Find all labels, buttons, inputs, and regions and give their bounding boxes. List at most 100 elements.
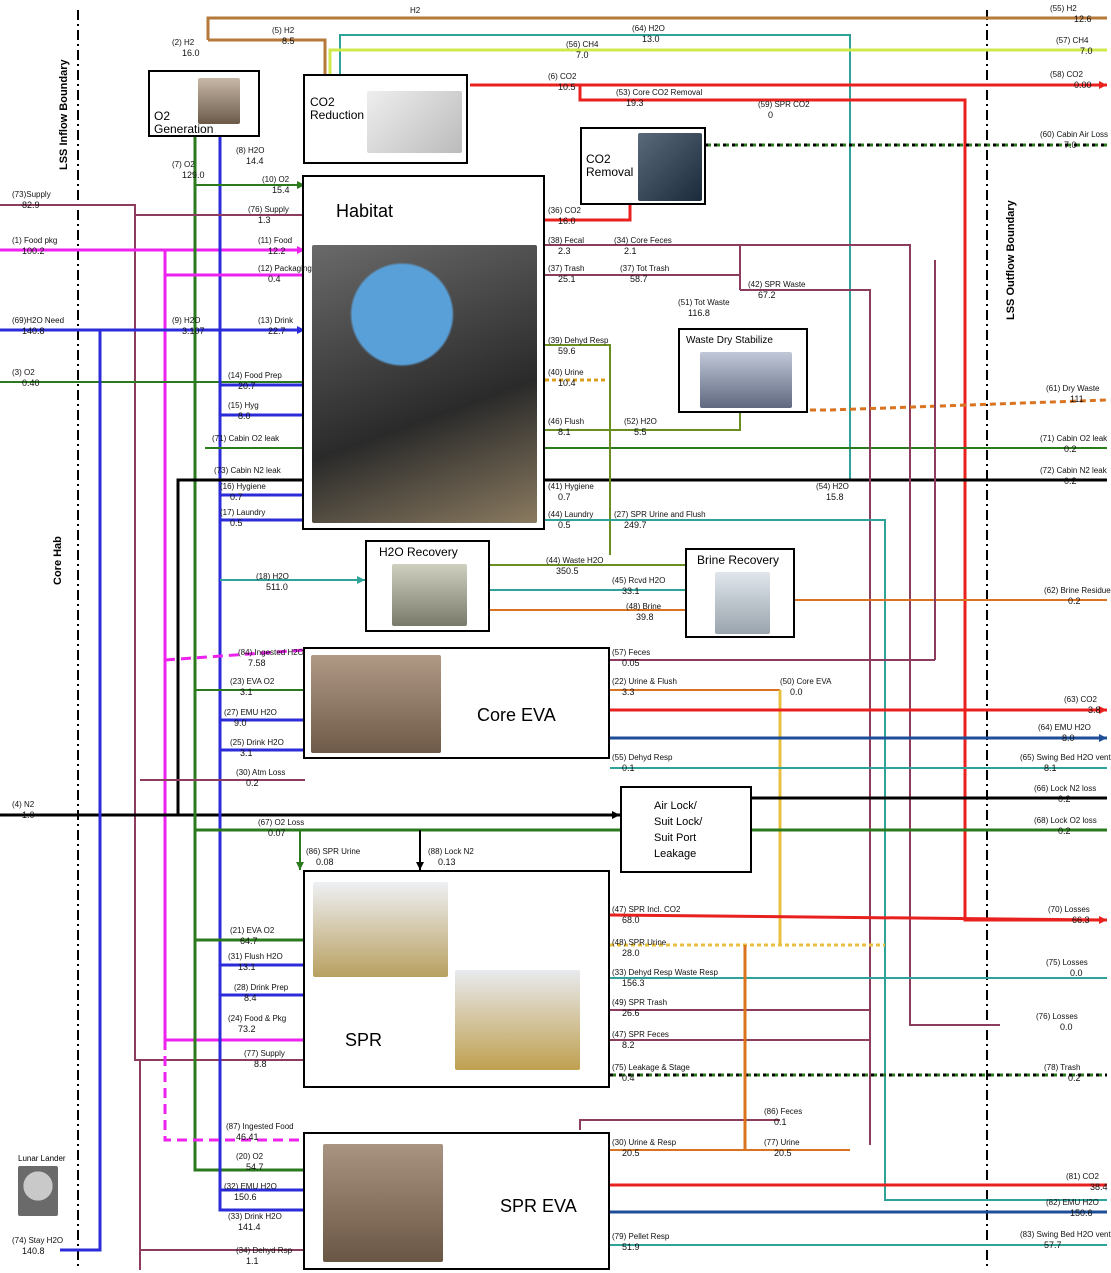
flow-label: (30) Urine & Resp (612, 1138, 677, 1147)
flow-label: (37) Tot Trash (620, 264, 670, 273)
co2-reduction-box[interactable]: CO2 Reduction (303, 74, 468, 164)
flow-value: 54.7 (246, 1162, 264, 1172)
flow-label: (47) SPR Feces (612, 1030, 669, 1039)
flow-value: 156.3 (622, 978, 645, 988)
flow-value: 14.4 (246, 156, 264, 166)
habitat-title: Habitat (336, 201, 394, 221)
spr-eva-photo (323, 1144, 443, 1262)
flow-value: 19.3 (626, 98, 644, 108)
flow-label: (78) Trash (1044, 1063, 1081, 1072)
flow-label: (88) Lock N2 (428, 847, 474, 856)
flow-value: 26.6 (622, 1008, 640, 1018)
flow-value: 0.2 (1064, 476, 1077, 486)
flow-label: (76) Losses (1036, 1012, 1078, 1021)
flow-label: (64) H2O (632, 24, 665, 33)
flow-value: 8.1 (1044, 763, 1057, 773)
flow-label: (49) SPR Trash (612, 998, 668, 1007)
flow-label: (1) Food pkg (12, 236, 58, 245)
flow-value: 73.2 (238, 1024, 256, 1034)
flow-label: (86) Feces (764, 1107, 803, 1116)
flow-label: (27) EMU H2O (224, 708, 277, 717)
flow-label: (82) EMU H2O (1046, 1198, 1099, 1207)
flow-label: (33) Dehyd Resp Waste Resp (612, 968, 718, 977)
co2-removal-box[interactable]: CO2 Removal (580, 127, 706, 205)
inflow-boundary-label: LSS Inflow Boundary (58, 59, 70, 170)
flow-value: 12.6 (1074, 14, 1092, 24)
flow-label: (11) Food (258, 236, 293, 245)
flow-value: 13.1 (238, 962, 256, 972)
o2-generation-title: O2 Generation (154, 109, 214, 136)
flow-value: 249.7 (624, 520, 647, 530)
core-eva-title: Core EVA (477, 705, 556, 725)
flow-value: 0.07 (268, 828, 286, 838)
flow-label: (65) Swing Bed H2O vent (1020, 753, 1111, 762)
flow-label: (73) Cabin N2 leak (214, 466, 281, 475)
flow-label: (75) Leakage & Stage (612, 1063, 690, 1072)
waste-dry-title: Waste Dry Stabilize (686, 335, 773, 346)
flow-label: (33) Drink H2O (228, 1212, 282, 1221)
o2-generation-box[interactable]: O2 Generation (148, 70, 260, 137)
h2o-recovery-box[interactable]: H2O Recovery (365, 540, 490, 632)
flow-label: (55) H2 (1050, 4, 1077, 13)
flow-label: (67) O2 Loss (258, 818, 305, 827)
flow-label: (84) Ingested H2O (238, 648, 304, 657)
h2-line-5 (208, 38, 327, 75)
flow-value: 2.3 (558, 246, 571, 256)
co2-reduction-title: CO2 Reduction (310, 95, 365, 122)
flow-label: (55) Dehyd Resp (612, 753, 673, 762)
flow-value: 0.0 (1060, 1022, 1073, 1032)
flow-label: (20) O2 (236, 1152, 264, 1161)
flow-value: 20.5 (622, 1148, 640, 1158)
flow-label: (48) Brine (626, 602, 662, 611)
co2-removal-photo (638, 133, 702, 201)
flow-label: (57) Feces (612, 648, 651, 657)
flow-label: (3) O2 (12, 368, 35, 377)
flow-value: 1.0 (22, 810, 35, 820)
flow-label: (12) Packaging (258, 264, 312, 273)
stay-h2o-line (60, 330, 102, 1252)
brine-recovery-box[interactable]: Brine Recovery (685, 548, 795, 638)
waste-dry-box[interactable]: Waste Dry Stabilize (678, 328, 808, 413)
spr-photo-1 (313, 882, 448, 977)
flow-value: 68.0 (622, 915, 640, 925)
spr-box[interactable]: SPR (303, 870, 610, 1088)
habitat-box[interactable]: Habitat (302, 175, 545, 530)
core-eva-box[interactable]: Core EVA (303, 647, 610, 759)
flow-label: (72) Cabin N2 leak (1040, 466, 1107, 475)
flow-label: (30) Atm Loss (236, 768, 286, 777)
flow-label: (5) H2 (272, 26, 295, 35)
flow-label: (18) H2O (256, 572, 289, 581)
flow-value: 10.5 (558, 82, 576, 92)
spr-eva-box[interactable]: SPR EVA (303, 1132, 610, 1270)
flow-label: (60) Cabin Air Loss (1040, 130, 1109, 139)
flow-value: 16.0 (182, 48, 200, 58)
flow-value: 150.6 (1070, 1208, 1093, 1218)
flow-value: 15.4 (272, 185, 290, 195)
airlock-box[interactable]: Air Lock/ Suit Lock/ Suit Port Leakage (620, 786, 752, 873)
flow-value: 39.8 (636, 612, 654, 622)
flow-label: (61) Dry Waste (1046, 384, 1100, 393)
flow-value: 0.2 (1058, 826, 1071, 836)
flow-label: (81) CO2 (1066, 1172, 1099, 1181)
flow-label: (46) Flush (548, 417, 585, 426)
flow-value: 33.1 (622, 586, 640, 596)
flow-label: (77) Supply (244, 1049, 285, 1058)
flow-label: (34) Core Feces (614, 236, 672, 245)
flow-label: (50) Core EVA (780, 677, 832, 686)
flow-value: 141.4 (238, 1222, 261, 1232)
flow-label: (51) Tot Waste (678, 298, 730, 307)
flow-value: 0.0 (790, 687, 803, 697)
flow-label: (32) EMU H2O (224, 1182, 277, 1191)
flow-value: 7.0 (1064, 140, 1077, 150)
flow-value: 20.7 (238, 381, 256, 391)
flow-value: 3.1 (240, 748, 253, 758)
flow-label: (14) Food Prep (228, 371, 282, 380)
flow-label: (8) H2O (236, 146, 265, 155)
flow-value: 7.0 (576, 50, 589, 60)
lunar-lander-title: Lunar Lander (18, 1154, 66, 1163)
flow-value: 0.5 (230, 518, 243, 528)
flow-value: 150.6 (234, 1192, 257, 1202)
flow-label: (41) Hygiene (548, 482, 594, 491)
flow-value: 0.7 (230, 492, 243, 502)
co2-reduction-photo (367, 91, 462, 153)
